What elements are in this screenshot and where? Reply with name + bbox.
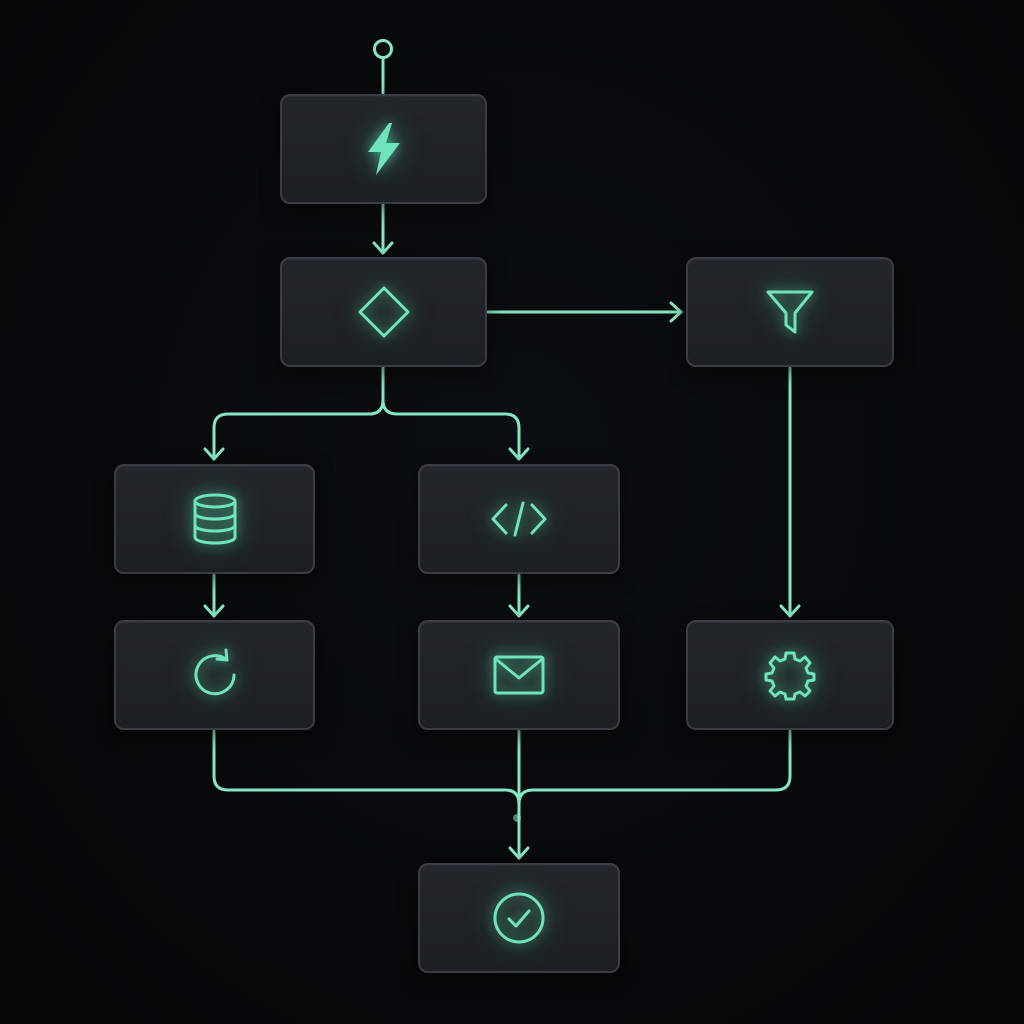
arrowhead bbox=[203, 447, 225, 461]
arrowhead bbox=[508, 604, 530, 618]
node-settings[interactable] bbox=[686, 620, 894, 730]
merge-junction bbox=[513, 814, 521, 822]
filter-funnel-icon bbox=[758, 280, 822, 344]
node-code[interactable] bbox=[418, 464, 620, 574]
connector-condition-code bbox=[381, 398, 521, 461]
connector-condition-database bbox=[212, 366, 385, 461]
lightning-bolt-icon bbox=[352, 117, 416, 181]
gear-icon bbox=[758, 643, 822, 707]
node-condition[interactable] bbox=[280, 257, 487, 367]
mail-envelope-icon bbox=[487, 643, 551, 707]
diamond-icon bbox=[352, 280, 416, 344]
node-email[interactable] bbox=[418, 620, 620, 730]
arrowhead bbox=[508, 846, 530, 860]
node-database[interactable] bbox=[114, 464, 315, 574]
arrowhead bbox=[669, 301, 683, 323]
refresh-icon bbox=[183, 643, 247, 707]
start-terminal[interactable] bbox=[373, 39, 393, 59]
node-complete[interactable] bbox=[418, 863, 620, 973]
connector-loop-complete bbox=[212, 729, 521, 806]
node-filter[interactable] bbox=[686, 257, 894, 367]
connector-settings-complete bbox=[517, 729, 792, 806]
arrowhead bbox=[203, 604, 225, 618]
node-loop[interactable] bbox=[114, 620, 315, 730]
arrowhead bbox=[508, 447, 530, 461]
check-circle-icon bbox=[487, 886, 551, 950]
node-trigger[interactable] bbox=[280, 94, 487, 204]
arrowhead bbox=[779, 604, 801, 618]
code-brackets-icon bbox=[487, 487, 551, 551]
arrowhead bbox=[372, 241, 394, 255]
database-icon bbox=[183, 487, 247, 551]
